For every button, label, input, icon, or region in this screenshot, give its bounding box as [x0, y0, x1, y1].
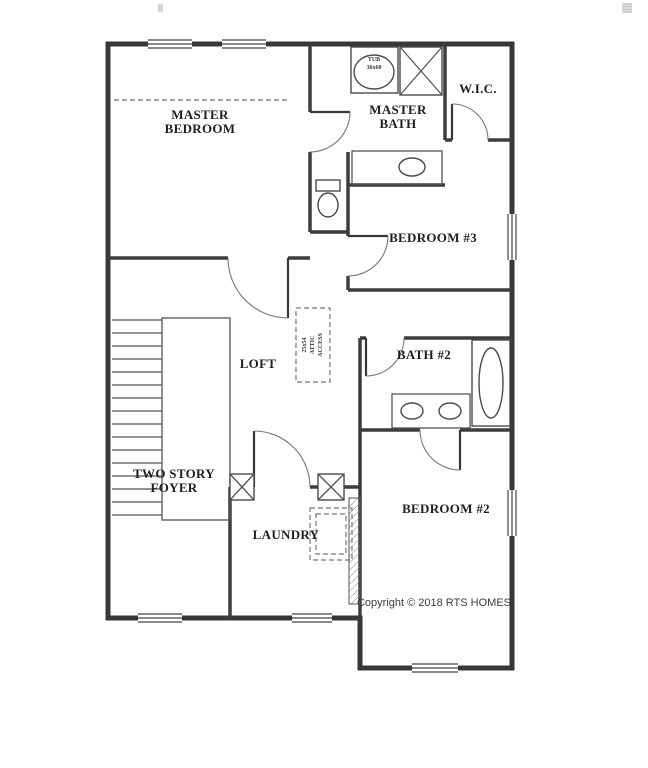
stair-rail	[161, 317, 231, 521]
bedroom-2-label: BEDROOM #2	[402, 501, 490, 516]
chase-column-left	[229, 473, 255, 501]
door-leaves	[252, 104, 462, 487]
bath2-tub-icon	[471, 339, 511, 427]
attic-label-line2: ATTIC	[310, 336, 316, 355]
laundry-label: LAUNDRY	[253, 527, 320, 542]
window	[222, 39, 266, 49]
attic-label-line1: 25x54	[302, 338, 308, 353]
stairs	[112, 317, 231, 521]
master-bedroom-label-line1: MASTER	[171, 107, 229, 122]
attic-access: 25x54 ATTIC ACCESS	[295, 307, 331, 383]
window	[507, 490, 517, 536]
door-swing-arcs	[227, 103, 489, 488]
hatched-wall-strip	[348, 497, 361, 605]
copyright-text: Copyright © 2018 RTS HOMES	[357, 597, 511, 609]
foyer-label-line1: TWO STORY	[133, 466, 215, 481]
interior-walls	[108, 44, 512, 618]
window	[292, 613, 332, 623]
master-bedroom-label-line2: BEDROOM	[165, 121, 236, 136]
wic-label: W.I.C.	[459, 81, 497, 96]
attic-label-line3: ACCESS	[318, 333, 324, 357]
master-vanity-icon	[351, 150, 443, 185]
tub-label-line1: TUB	[368, 57, 380, 63]
master-bath-label-line1: MASTER	[369, 102, 427, 117]
windows	[138, 39, 517, 673]
bedroom-3-label: BEDROOM #3	[389, 230, 477, 245]
loft-label: LOFT	[240, 356, 277, 371]
window	[507, 214, 517, 260]
bath2-vanity-icon	[391, 393, 471, 429]
tub-label-line2: 36x60	[367, 65, 382, 71]
shower-icon	[399, 46, 443, 96]
master-bath-label-line2: BATH	[379, 116, 416, 131]
screen-artifact-right	[622, 3, 632, 13]
window	[148, 39, 192, 49]
window	[138, 613, 182, 623]
chase-column-right	[317, 473, 345, 501]
foyer-label-line2: FOYER	[151, 480, 198, 495]
outer-walls	[105, 41, 515, 671]
toilet-icon	[315, 179, 341, 218]
bath-2-label: BATH #2	[397, 347, 451, 362]
master-tub-icon: TUB 36x60	[350, 46, 399, 94]
window	[412, 663, 458, 673]
screen-artifact-left	[158, 4, 163, 12]
